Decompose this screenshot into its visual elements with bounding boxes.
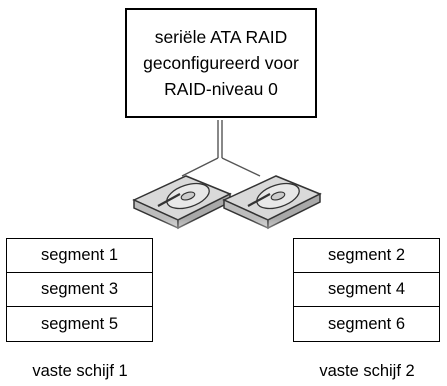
segment-cell: segment 3 bbox=[7, 273, 152, 307]
raid-box-line-1: seriële ATA RAID bbox=[154, 27, 288, 47]
hard-drive-2-icon bbox=[222, 175, 322, 230]
segment-cell: segment 2 bbox=[294, 239, 439, 273]
segment-cell: segment 4 bbox=[294, 273, 439, 307]
hard-drive-1-icon bbox=[132, 175, 232, 230]
connector-cable bbox=[181, 120, 261, 177]
segment-cell: segment 5 bbox=[40, 314, 119, 333]
raid-controller-box: seriële ATA RAID geconfigureerd voor RAI… bbox=[125, 8, 317, 118]
disk-1-segment-table: segment 1 segment 3 segment 5 bbox=[6, 238, 153, 342]
segment-cell: segment 1 bbox=[7, 239, 152, 273]
disk-1-label: vaste schijf 1 bbox=[32, 362, 128, 380]
segment-cell: segment 6 bbox=[327, 314, 406, 333]
raid-box-line-2: geconfigureerd voor bbox=[143, 53, 299, 73]
disk-2-segment-table: segment 2 segment 4 segment 6 bbox=[293, 238, 440, 342]
disk-2-label: vaste schijf 2 bbox=[319, 362, 415, 380]
raid-box-line-3: RAID-niveau 0 bbox=[164, 79, 278, 99]
hard-drives-illustration bbox=[120, 120, 340, 246]
